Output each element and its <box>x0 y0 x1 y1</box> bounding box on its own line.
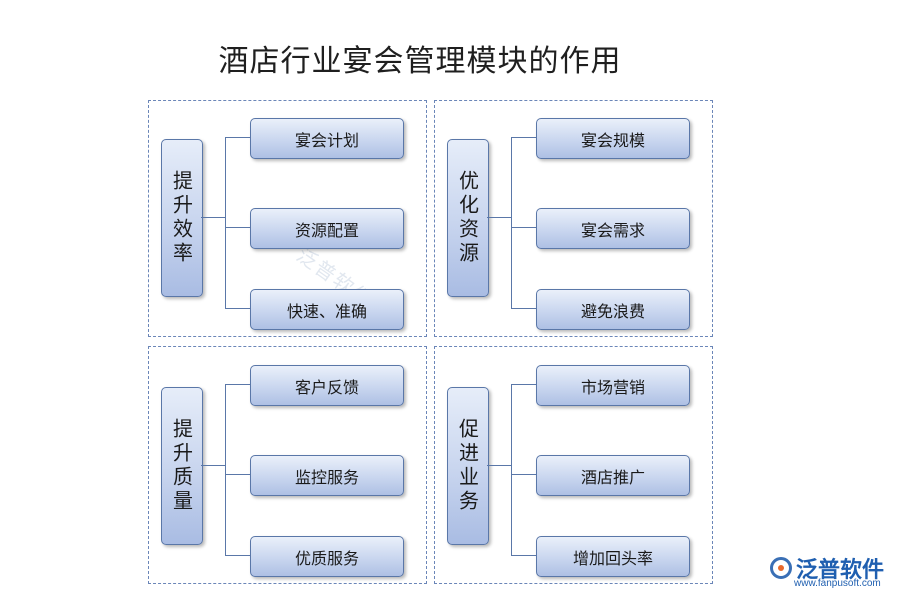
connector-branch <box>511 308 536 309</box>
category-box: 提升效率 <box>161 139 203 297</box>
item-box: 宴会需求 <box>536 208 690 249</box>
category-box: 提升质量 <box>161 387 203 545</box>
item-box: 增加回头率 <box>536 536 690 577</box>
item-box: 宴会计划 <box>250 118 404 159</box>
connector-trunk <box>511 384 512 555</box>
connector-branch <box>225 384 250 385</box>
logo-url: www.fanpusoft.com <box>794 578 881 589</box>
connector-branch <box>511 137 536 138</box>
item-box: 市场营销 <box>536 365 690 406</box>
logo-name: 泛普软件 <box>796 558 885 583</box>
quadrant-business: 促进业务 市场营销 酒店推广 增加回头率 <box>434 346 713 584</box>
diagram-title: 酒店行业宴会管理模块的作用 <box>218 44 622 79</box>
connector-branch <box>511 474 536 475</box>
connector-trunk <box>225 137 226 308</box>
connector-branch <box>225 555 250 556</box>
connector-branch <box>511 555 536 556</box>
connector-trunk <box>511 137 512 308</box>
connector-stem <box>487 217 511 218</box>
item-box: 优质服务 <box>250 536 404 577</box>
item-box: 客户反馈 <box>250 365 404 406</box>
item-box: 监控服务 <box>250 455 404 496</box>
item-box: 快速、准确 <box>250 289 404 330</box>
item-box: 避免浪费 <box>536 289 690 330</box>
connector-branch <box>225 474 250 475</box>
brand-logo: 泛普软件 <box>770 552 884 584</box>
item-box: 资源配置 <box>250 208 404 249</box>
connector-stem <box>487 465 511 466</box>
logo-icon <box>770 557 792 579</box>
category-box: 促进业务 <box>447 387 489 545</box>
connector-branch <box>225 137 250 138</box>
connector-branch <box>511 227 536 228</box>
item-box: 酒店推广 <box>536 455 690 496</box>
category-box: 优化资源 <box>447 139 489 297</box>
quadrant-efficiency: 提升效率 宴会计划 资源配置 快速、准确 <box>148 100 427 337</box>
connector-trunk <box>225 384 226 555</box>
connector-branch <box>225 308 250 309</box>
connector-stem <box>201 465 225 466</box>
connector-branch <box>511 384 536 385</box>
item-box: 宴会规模 <box>536 118 690 159</box>
quadrant-quality: 提升质量 客户反馈 监控服务 优质服务 <box>148 346 427 584</box>
quadrant-resources: 优化资源 宴会规模 宴会需求 避免浪费 <box>434 100 713 337</box>
connector-branch <box>225 227 250 228</box>
connector-stem <box>201 217 225 218</box>
